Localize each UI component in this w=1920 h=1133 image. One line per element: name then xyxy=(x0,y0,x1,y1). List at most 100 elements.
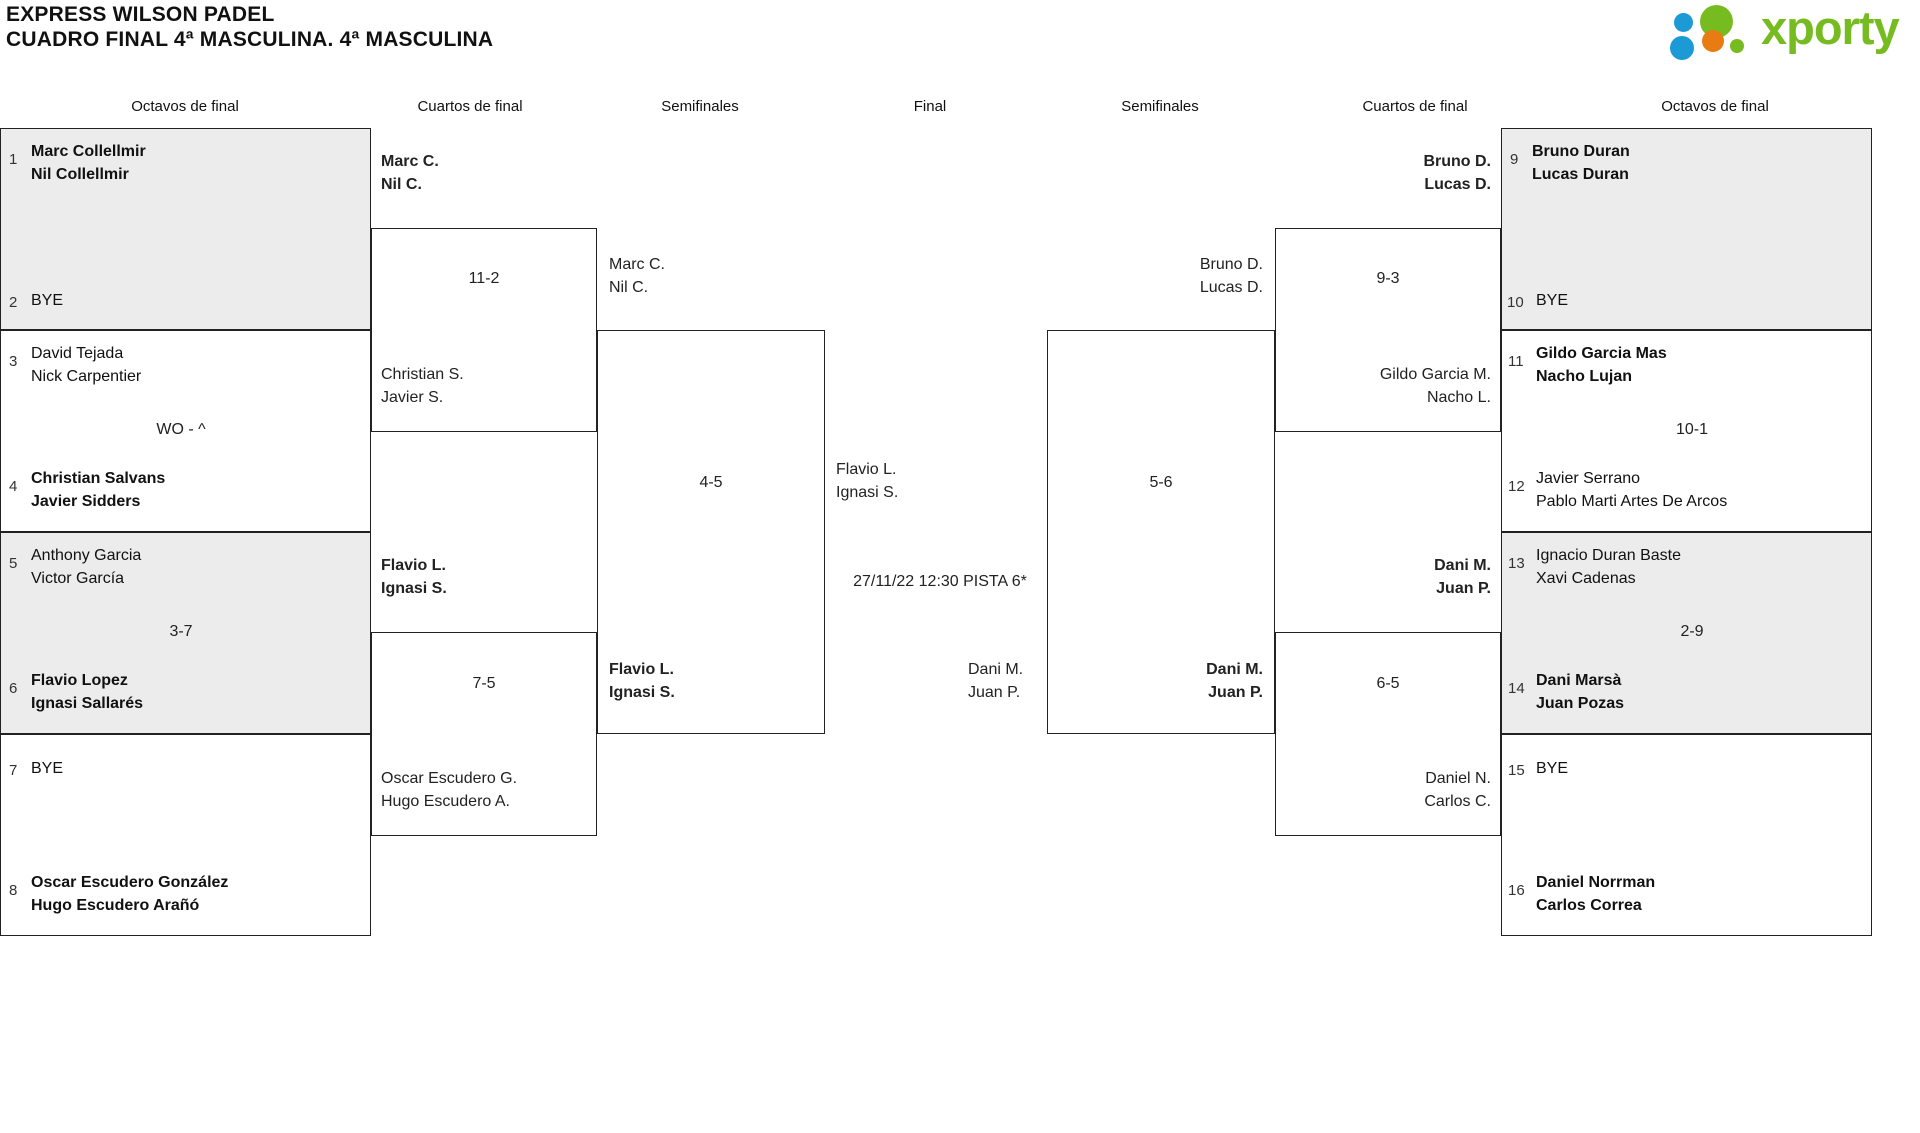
round-header-sf-right: Semifinales xyxy=(1121,98,1199,115)
seed-number: 2 xyxy=(9,294,18,311)
team-name: Nil Collellmir xyxy=(31,166,129,183)
team-name: Nacho Lujan xyxy=(1536,368,1633,385)
r16-match-2[interactable]: 3 David Tejada Nick Carpentier WO - ^ 4 … xyxy=(0,330,371,532)
sf-team-bottom: Dani M. xyxy=(1206,661,1263,678)
sf-team-top: Nil C. xyxy=(609,279,649,296)
sf-connector-left-1 xyxy=(597,330,825,734)
qf-team-top: Juan P. xyxy=(1436,580,1491,597)
team-name: Christian Salvans xyxy=(31,470,166,487)
qf-team-bottom: Oscar Escudero G. xyxy=(381,770,518,787)
tournament-name: EXPRESS WILSON PADEL xyxy=(6,3,275,26)
final-team-bottom: Juan P. xyxy=(968,684,1021,701)
team-name: Bruno Duran xyxy=(1532,143,1630,160)
qf-team-top: Bruno D. xyxy=(1423,153,1491,170)
team-name: BYE xyxy=(1536,292,1569,309)
final-team-bottom: Dani M. xyxy=(968,661,1024,678)
qf-team-bottom: Nacho L. xyxy=(1426,389,1491,406)
logo-dot-orange xyxy=(1702,30,1724,52)
team-name: BYE xyxy=(1536,760,1569,777)
qf-team-bottom: Gildo Garcia M. xyxy=(1379,366,1491,383)
logo-dot-blue-top xyxy=(1674,13,1693,32)
seed-number: 7 xyxy=(9,762,18,779)
qf-team-top: Ignasi S. xyxy=(381,580,447,597)
team-name: Javier Serrano xyxy=(1536,470,1641,487)
seed-number: 13 xyxy=(1508,555,1525,572)
round-header-qf-right: Cuartos de final xyxy=(1362,98,1468,115)
seed-number: 5 xyxy=(9,555,18,572)
qf-team-top: Dani M. xyxy=(1434,557,1491,574)
final-team-top: Ignasi S. xyxy=(836,484,899,501)
r16-match-8[interactable]: 15 BYE 16 Daniel Norrman Carlos Correa xyxy=(1501,734,1872,936)
qf-connector-left-1 xyxy=(371,228,597,432)
r16-match-1[interactable]: 1 Marc Collellmir Nil Collellmir 2 BYE xyxy=(0,128,371,330)
team-name: Hugo Escudero Arañó xyxy=(31,897,200,914)
r16-match-3[interactable]: 5 Anthony Garcia Victor García 3-7 6 Fla… xyxy=(0,532,371,734)
round-header-sf-left: Semifinales xyxy=(661,98,739,115)
sf-team-bottom: Juan P. xyxy=(1208,684,1263,701)
seed-number: 8 xyxy=(9,882,18,899)
qf-score: 7-5 xyxy=(472,675,496,692)
qf-team-bottom: Christian S. xyxy=(381,366,464,383)
qf-team-top: Lucas D. xyxy=(1424,176,1491,193)
match-score: 10-1 xyxy=(1675,421,1709,438)
seed-number: 12 xyxy=(1508,478,1525,495)
r16-match-5[interactable]: 9 Bruno Duran Lucas Duran 10 BYE xyxy=(1501,128,1872,330)
qf-score: 9-3 xyxy=(1376,270,1400,287)
round-header-r16-right: Octavos de final xyxy=(1661,98,1769,115)
seed-number: 9 xyxy=(1510,151,1519,168)
team-name: Carlos Correa xyxy=(1536,897,1642,914)
qf-connector-right-1 xyxy=(1275,228,1501,432)
qf-team-top: Nil C. xyxy=(381,176,422,193)
team-name: Anthony Garcia xyxy=(31,547,142,564)
qf-team-bottom: Javier S. xyxy=(381,389,444,406)
sf-connector-right-1 xyxy=(1047,330,1275,734)
team-name: David Tejada xyxy=(31,345,124,362)
r16-match-4[interactable]: 7 BYE 8 Oscar Escudero González Hugo Esc… xyxy=(0,734,371,936)
seed-number: 14 xyxy=(1508,680,1525,697)
sf-team-bottom: Ignasi S. xyxy=(609,684,675,701)
team-name: Nick Carpentier xyxy=(31,368,142,385)
qf-connector-left-2 xyxy=(371,632,597,836)
team-name: Pablo Marti Artes De Arcos xyxy=(1536,493,1728,510)
logo-dot-blue-bottom xyxy=(1670,36,1694,60)
team-name: Dani Marsà xyxy=(1536,672,1622,689)
r16-match-7[interactable]: 13 Ignacio Duran Baste Xavi Cadenas 2-9 … xyxy=(1501,532,1872,734)
team-name: Gildo Garcia Mas xyxy=(1536,345,1667,362)
round-header-qf-left: Cuartos de final xyxy=(417,98,523,115)
match-score: 2-9 xyxy=(1680,623,1704,640)
qf-team-bottom: Daniel N. xyxy=(1425,770,1491,787)
team-name: Javier Sidders xyxy=(31,493,141,510)
logo-wordmark: xporty xyxy=(1761,1,1900,54)
sf-score: 5-6 xyxy=(1149,474,1173,491)
round-header-final: Final xyxy=(913,98,947,115)
sf-team-bottom: Flavio L. xyxy=(609,661,674,678)
seed-number: 15 xyxy=(1508,762,1525,779)
seed-number: 3 xyxy=(9,353,18,370)
sf-score: 4-5 xyxy=(699,474,723,491)
team-name: Flavio Lopez xyxy=(31,672,128,689)
team-name: Juan Pozas xyxy=(1536,695,1625,712)
team-name: Daniel Norrman xyxy=(1536,874,1656,891)
r16-match-6[interactable]: 11 Gildo Garcia Mas Nacho Lujan 10-1 12 … xyxy=(1501,330,1872,532)
qf-score: 11-2 xyxy=(468,270,500,287)
match-score: 3-7 xyxy=(169,623,193,640)
sf-team-top: Bruno D. xyxy=(1199,256,1263,273)
seed-number: 11 xyxy=(1508,353,1524,370)
qf-team-bottom: Hugo Escudero A. xyxy=(381,793,510,810)
team-name: Ignasi Sallarés xyxy=(31,695,144,712)
page-title: EXPRESS WILSON PADEL CUADRO FINAL 4ª MAS… xyxy=(6,2,1206,52)
seed-number: 16 xyxy=(1508,882,1525,899)
match-score: WO - ^ xyxy=(156,421,206,438)
xporty-logo: xporty xyxy=(1658,1,1908,61)
qf-score: 6-5 xyxy=(1376,675,1400,692)
qf-team-top: Flavio L. xyxy=(381,557,446,574)
team-name: Oscar Escudero González xyxy=(31,874,229,891)
team-name: BYE xyxy=(31,292,64,309)
final-schedule: 27/11/22 12:30 PISTA 6* xyxy=(853,573,1027,590)
sf-team-top: Lucas D. xyxy=(1199,279,1263,296)
team-name: Xavi Cadenas xyxy=(1536,570,1636,587)
seed-number: 10 xyxy=(1507,294,1524,311)
team-name: BYE xyxy=(31,760,64,777)
tournament-category: CUADRO FINAL 4ª MASCULINA. 4ª MASCULINA xyxy=(6,28,494,51)
